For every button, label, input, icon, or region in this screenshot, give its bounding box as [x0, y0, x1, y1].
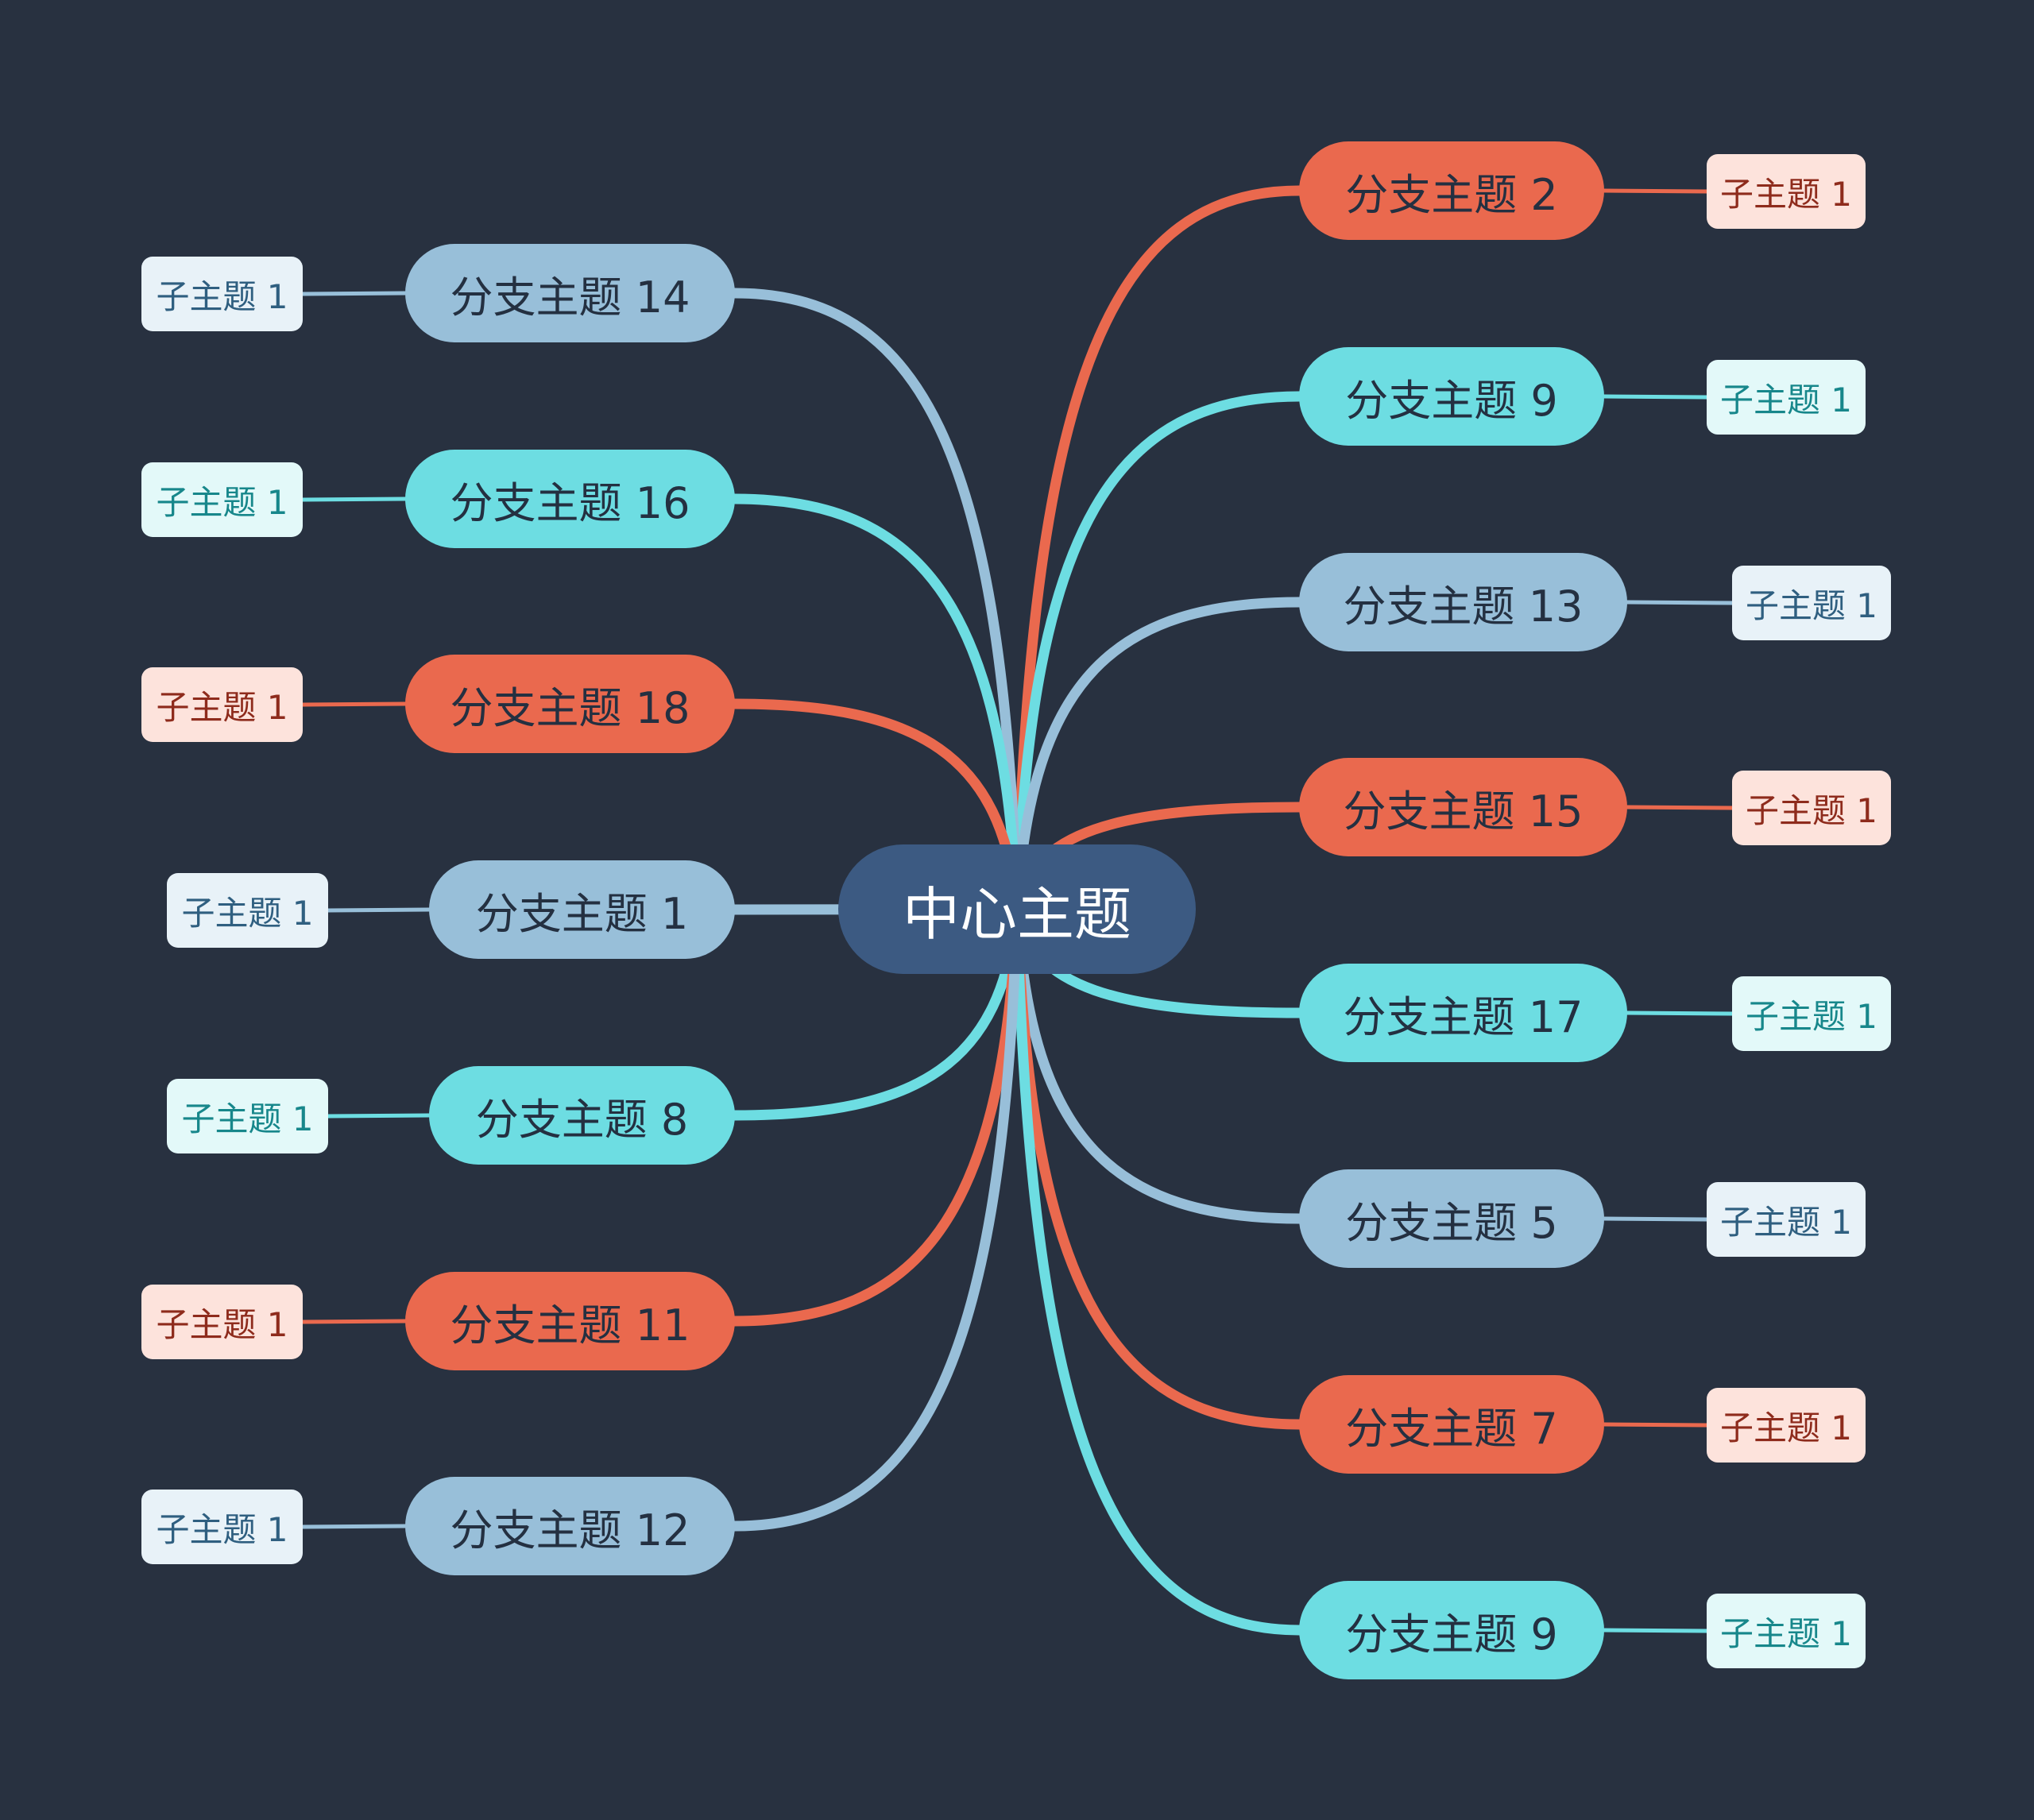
- subtopic-left-5[interactable]: 子主题 1: [167, 1079, 328, 1153]
- sub-connector-right-7: [1602, 1422, 1709, 1428]
- subtopic-right-7[interactable]: 子主题 1: [1707, 1388, 1866, 1463]
- sub-connector-right-3: [1625, 600, 1734, 605]
- connector-right-3: [1011, 597, 1305, 914]
- subtopic-left-2[interactable]: 子主题 1: [141, 462, 303, 537]
- sub-connector-left-5: [326, 1113, 431, 1119]
- sub-connector-right-5: [1625, 1010, 1734, 1016]
- branch-topic-left-5[interactable]: 分支主题 8: [429, 1066, 735, 1165]
- subtopic-left-4[interactable]: 子主题 1: [167, 873, 328, 948]
- sub-connector-right-4: [1625, 805, 1734, 810]
- subtopic-right-6[interactable]: 子主题 1: [1707, 1182, 1866, 1257]
- branch-topic-left-1[interactable]: 分支主题 14: [405, 244, 735, 342]
- branch-topic-left-2[interactable]: 分支主题 16: [405, 450, 735, 548]
- sub-connector-left-7: [300, 1524, 408, 1529]
- sub-connector-left-6: [300, 1319, 408, 1324]
- subtopic-right-5[interactable]: 子主题 1: [1732, 976, 1891, 1051]
- subtopic-left-7[interactable]: 子主题 1: [141, 1490, 303, 1564]
- connector-left-1: [729, 288, 1023, 914]
- connector-left-2: [729, 493, 1023, 914]
- subtopic-left-3[interactable]: 子主题 1: [141, 667, 303, 742]
- branch-topic-left-3[interactable]: 分支主题 18: [405, 655, 735, 753]
- subtopic-right-1[interactable]: 子主题 1: [1707, 154, 1866, 229]
- subtopic-right-8[interactable]: 子主题 1: [1707, 1594, 1866, 1668]
- connector-left-7: [729, 904, 1023, 1532]
- subtopic-right-2[interactable]: 子主题 1: [1707, 360, 1866, 435]
- sub-connector-right-2: [1602, 394, 1709, 400]
- branch-topic-left-6[interactable]: 分支主题 11: [405, 1272, 735, 1370]
- central-topic[interactable]: 中心主题: [838, 844, 1196, 974]
- subtopic-left-6[interactable]: 子主题 1: [141, 1285, 303, 1359]
- sub-connector-left-3: [300, 701, 408, 707]
- sub-connector-left-1: [300, 291, 408, 296]
- branch-topic-right-2[interactable]: 分支主题 9: [1299, 347, 1604, 446]
- subtopic-left-1[interactable]: 子主题 1: [141, 257, 303, 331]
- subtopic-right-4[interactable]: 子主题 1: [1732, 771, 1891, 845]
- sub-connector-right-8: [1602, 1628, 1709, 1633]
- branch-topic-right-1[interactable]: 分支主题 2: [1299, 141, 1604, 240]
- branch-topic-right-6[interactable]: 分支主题 5: [1299, 1169, 1604, 1268]
- connector-right-8: [1011, 904, 1305, 1636]
- sub-connector-left-2: [300, 497, 408, 502]
- branch-topic-right-7[interactable]: 分支主题 7: [1299, 1375, 1604, 1474]
- branch-topic-left-4[interactable]: 分支主题 1: [429, 860, 735, 959]
- connector-right-6: [1011, 904, 1305, 1224]
- branch-topic-right-5[interactable]: 分支主题 17: [1299, 964, 1627, 1062]
- branch-topic-left-7[interactable]: 分支主题 12: [405, 1477, 735, 1575]
- branch-topic-right-8[interactable]: 分支主题 9: [1299, 1581, 1604, 1679]
- branch-topic-right-4[interactable]: 分支主题 15: [1299, 758, 1627, 856]
- branch-topic-right-3[interactable]: 分支主题 13: [1299, 553, 1627, 651]
- connector-right-2: [1011, 391, 1305, 914]
- connector-right-1: [1011, 185, 1305, 914]
- subtopic-right-3[interactable]: 子主题 1: [1732, 566, 1891, 640]
